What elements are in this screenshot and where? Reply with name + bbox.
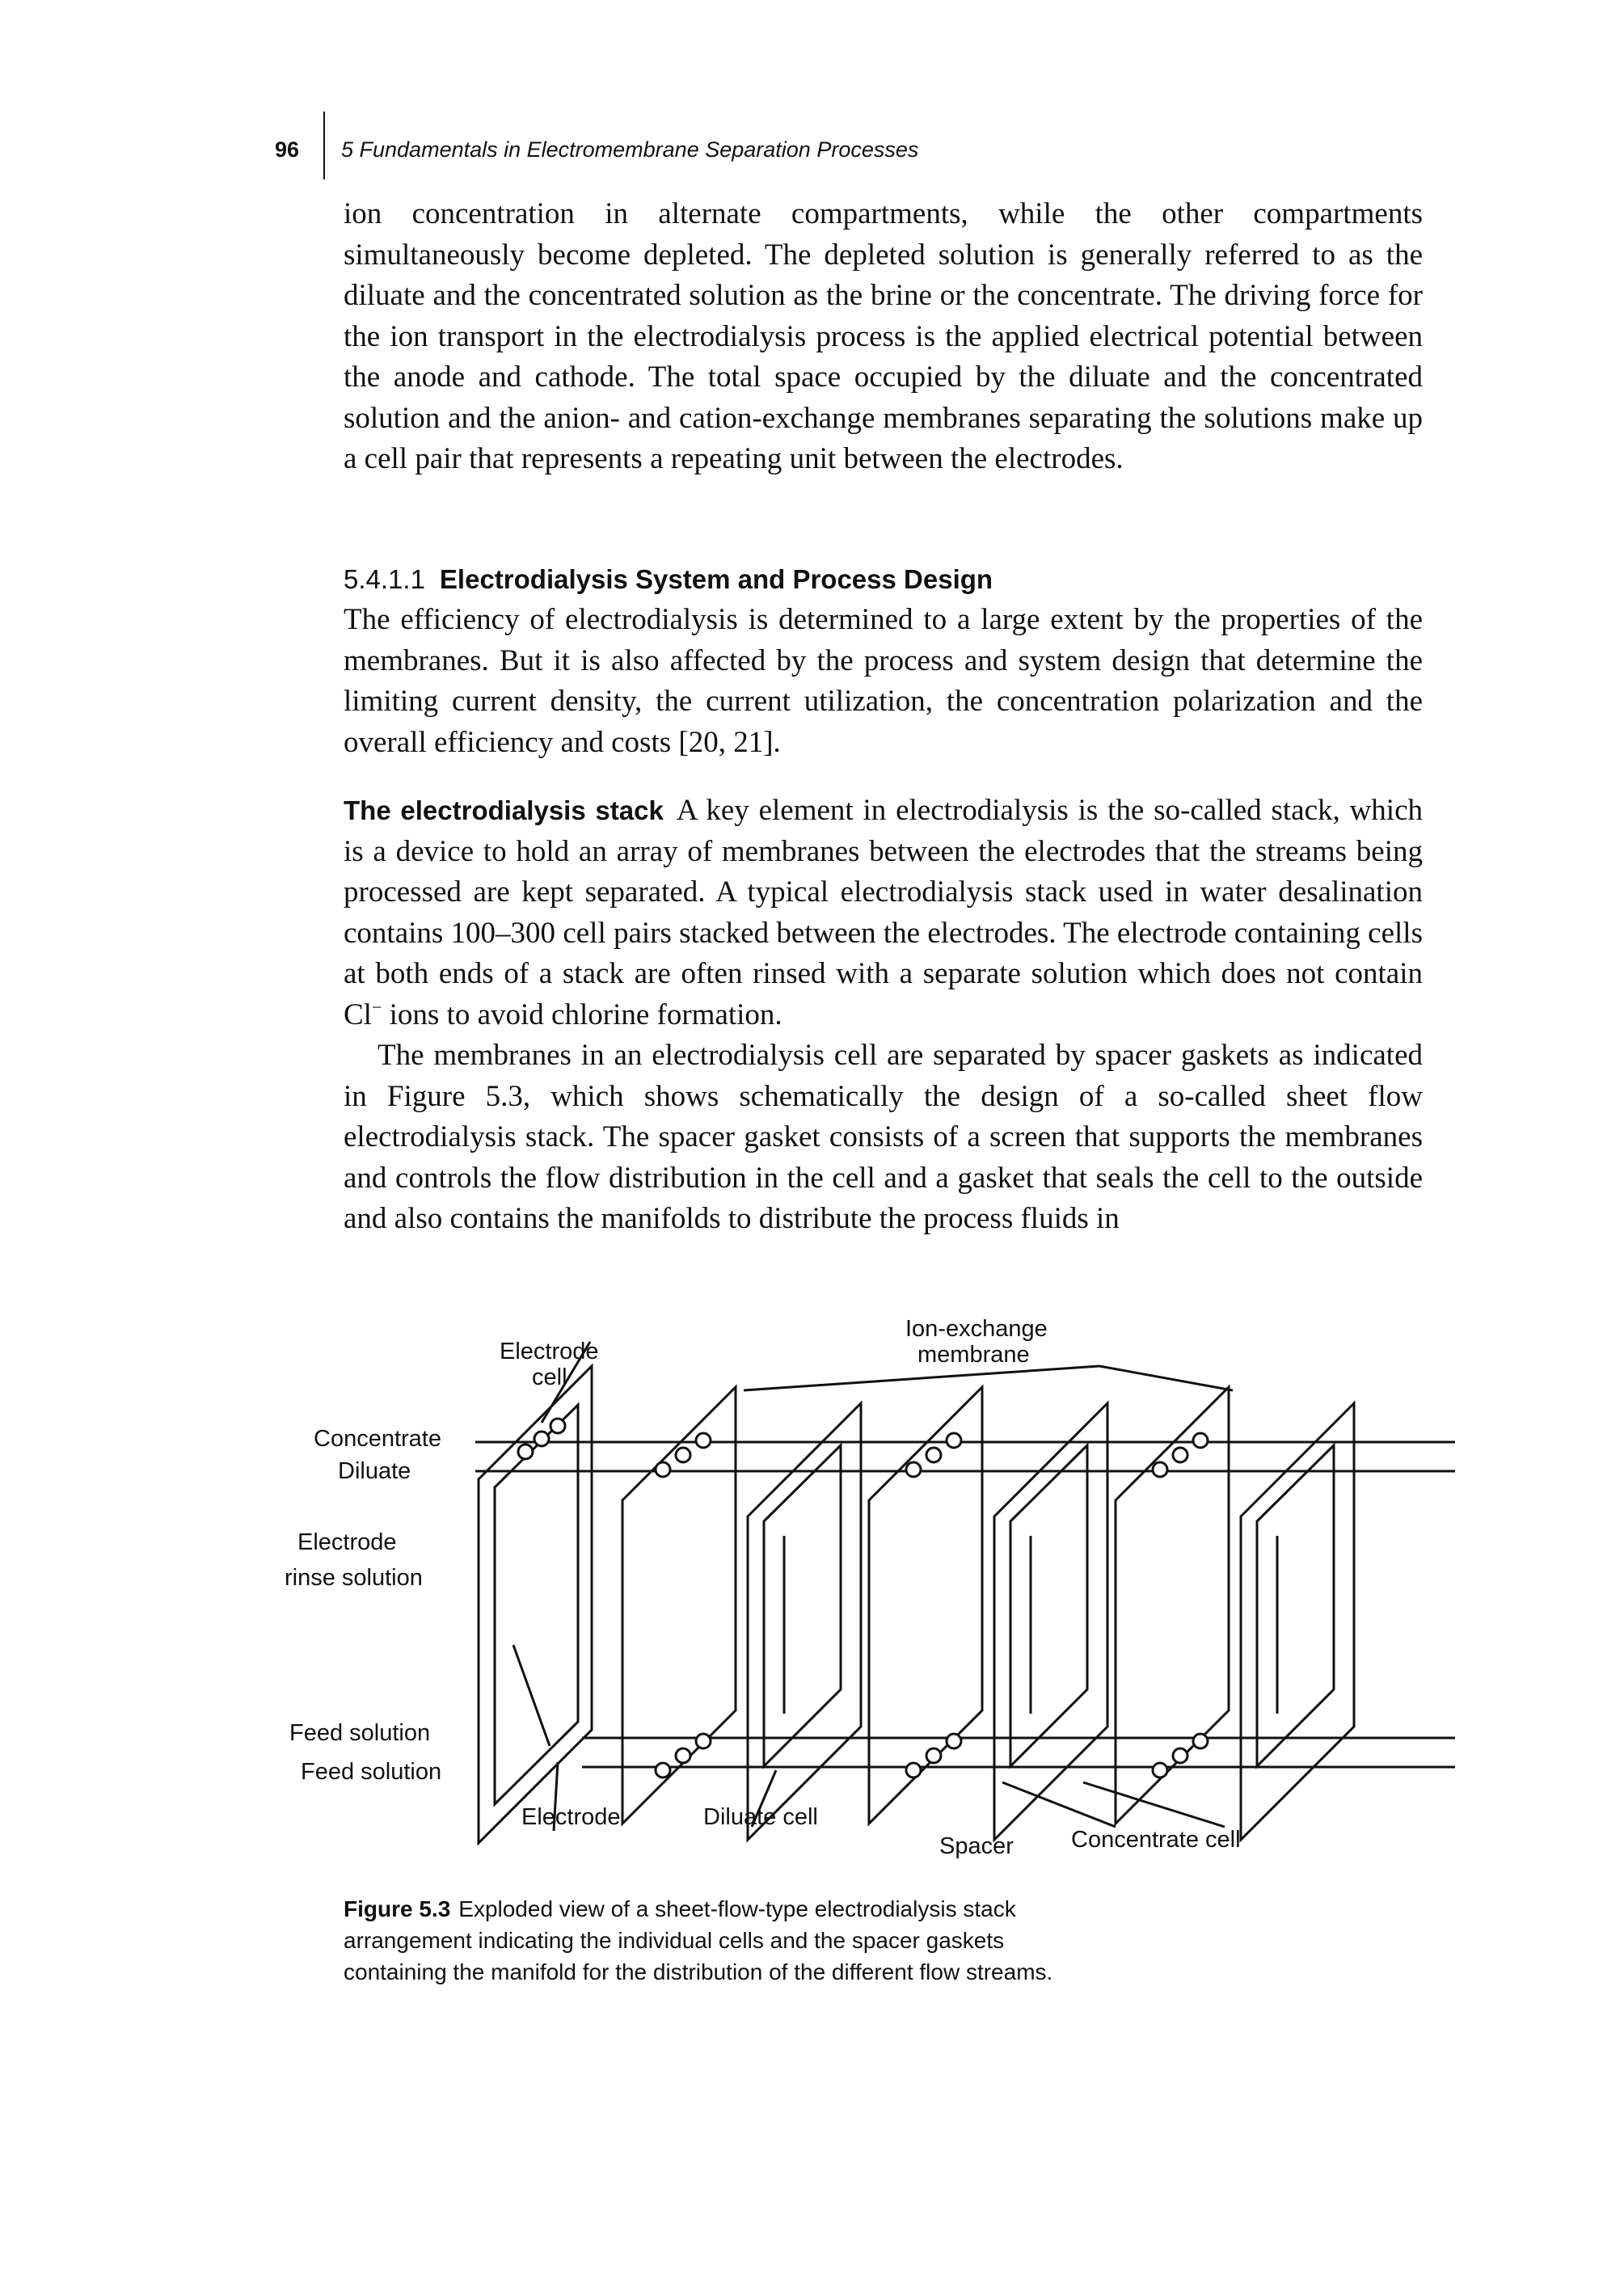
manifold-hole [674,1747,692,1765]
manifold-hole [945,1432,963,1449]
leader-electrode [552,1761,559,1832]
leader-ion-exchange [743,1364,1100,1392]
paragraph-text: A key element in electrodialysis is the … [344,794,1424,1031]
membrane-3 [1114,1384,1230,1827]
header-divider [323,112,325,179]
leader-electrode-cell [540,1341,592,1423]
manifold-hole [1171,1446,1189,1464]
leader-concentrate-cell [1082,1781,1225,1828]
stack-diagram [475,1341,1455,1846]
manifold-hole [549,1417,567,1435]
running-header: 96 5 Fundamentals in Electromembrane Sep… [275,112,1407,179]
leader-rinse [512,1644,551,1747]
label-electrode: Electrode [521,1804,621,1830]
manifold-hole [1192,1732,1209,1750]
manifold-hole [945,1732,963,1750]
section-heading: 5.4.1.1 Electrodialysis System and Proces… [344,559,993,600]
manifold-hole [694,1432,712,1449]
manifold-hole [1171,1747,1189,1765]
leader-ion-exchange-2 [1099,1364,1234,1392]
label-concentrate: Concentrate [314,1426,441,1452]
manifold-hole [905,1761,922,1779]
section-title: Electrodialysis System and Process Desig… [439,564,993,594]
manifold-hole [654,1761,672,1779]
leader-diluate-cell [750,1769,778,1828]
paragraph-text: ion concentration in alternate compartme… [344,197,1423,475]
label-electrode-cell-1: Electrode [500,1339,599,1364]
label-concentrate-cell: Concentrate cell [1071,1827,1241,1853]
section-number: 5.4.1.1 [344,564,425,594]
manifold-hole [533,1430,550,1448]
manifold-hole [1192,1432,1209,1449]
label-feed-solution-1: Feed solution [289,1720,431,1746]
runin-heading: The electrodialysis stack [344,795,664,825]
superscript-minus: − [371,997,382,1018]
manifold-hole [674,1446,692,1464]
figure-5-3: Ion-exchange membrane Electrode cell Con… [275,1309,1455,1875]
label-ion-exchange-1: Ion-exchange [905,1316,1048,1342]
page-number: 96 [275,137,300,162]
paragraph-text-end: ions to avoid chlorine formation. [382,997,782,1031]
paragraph-membranes: The membranes in an electrodialysis cell… [344,1039,1423,1235]
electrode-plate-left-inner [493,1402,580,1807]
manifold-hole [694,1732,712,1750]
membrane-2 [867,1384,984,1827]
caption-label: Figure 5.3 [344,1896,451,1921]
label-electrode-rinse-2: rinse solution [285,1565,423,1591]
paragraph-continuation: ion concentration in alternate compartme… [344,194,1423,480]
label-electrode-cell-2: cell [532,1364,567,1390]
caption-text: Exploded view of a sheet-flow-type elect… [344,1896,1053,1984]
label-electrode-rinse-1: Electrode [297,1529,397,1555]
label-ion-exchange-2: membrane [917,1342,1030,1368]
manifold-hole [1151,1761,1169,1779]
leader-spacer [1002,1781,1116,1828]
running-head: 5 Fundamentals in Electromembrane Separa… [341,137,919,162]
manifold-hole [925,1446,943,1464]
manifold-hole [925,1747,943,1765]
manifold-hole [654,1461,672,1478]
manifold-hole [905,1461,922,1478]
manifold-hole [1151,1461,1169,1478]
membrane-1 [621,1384,737,1827]
label-diluate: Diluate [338,1458,411,1484]
label-feed-solution-2: Feed solution [301,1759,442,1785]
paragraph-text: The efficiency of electrodialysis is det… [344,603,1423,759]
manifold-hole [517,1443,534,1461]
label-diluate-cell: Diluate cell [703,1804,818,1830]
label-spacer: Spacer [939,1833,1014,1859]
paragraph-efficiency: The efficiency of electrodialysis is det… [344,600,1423,763]
